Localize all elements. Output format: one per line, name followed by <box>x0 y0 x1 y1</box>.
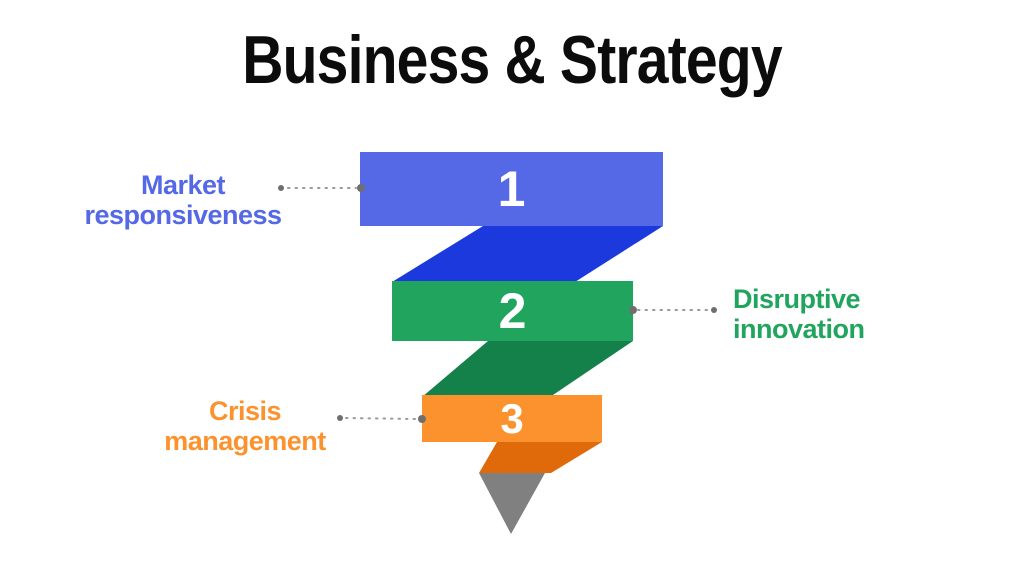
step-1-connector-dot-outer <box>278 185 284 191</box>
step-3-connector-dot-bar <box>418 415 426 423</box>
step-2-label: Disruptive innovation <box>733 284 963 344</box>
step-1-label-line: Market <box>140 170 226 200</box>
step-3-label-line: Crisis <box>208 396 282 426</box>
step-2-connector-dot-outer <box>711 307 717 313</box>
step-3-label: Crisis management <box>125 396 365 456</box>
slide-title: Business & Strategy <box>242 22 782 98</box>
step-1-label-line: responsiveness <box>84 200 282 230</box>
step-2-label-line: innovation <box>733 314 865 344</box>
funnel-tip <box>479 473 545 534</box>
step-1-fold-shape <box>392 226 663 282</box>
step-2-fold-shape <box>422 341 633 397</box>
step-2-label-line: Disruptive <box>733 284 861 314</box>
step-3-label-line: management <box>164 426 326 456</box>
step-3-bar <box>422 395 602 442</box>
step-1-connector-dot-bar <box>357 184 365 192</box>
step-2-bar <box>392 281 633 341</box>
step-3-fold-shape <box>479 442 602 473</box>
step-3-connector-dot-outer <box>337 415 343 421</box>
step-2-connector-dot-bar <box>629 306 637 314</box>
step-1-bar <box>360 152 663 226</box>
step-1-label: Market responsiveness <box>60 170 306 230</box>
